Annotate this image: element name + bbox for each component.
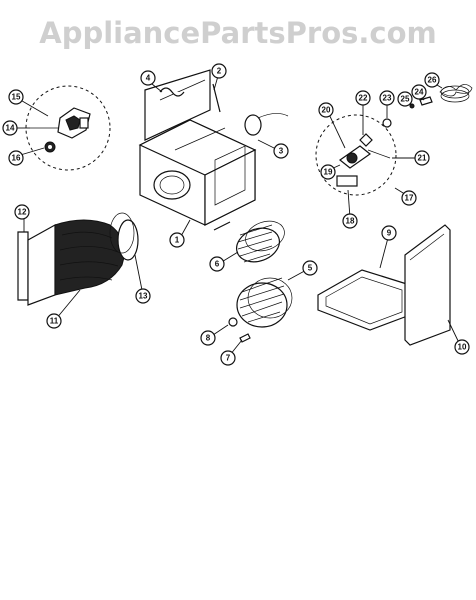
- washer-part-8: [228, 317, 238, 327]
- clip-part-4: [159, 87, 185, 97]
- blower-housing: [138, 69, 257, 231]
- svg-text:3: 3: [279, 147, 284, 156]
- bracket-part-24: [419, 96, 433, 106]
- callout-6: 6: [209, 256, 225, 272]
- callout-5: 5: [302, 260, 318, 276]
- svg-text:18: 18: [346, 217, 355, 226]
- cord-part-3: [244, 113, 289, 136]
- tray-part-9: [317, 269, 411, 331]
- screw-part-25: [409, 103, 415, 109]
- callout-25: 25: [397, 91, 413, 107]
- nut-part-23: [382, 118, 392, 128]
- callout-17: 17: [401, 190, 417, 206]
- callout-19: 19: [320, 164, 336, 180]
- callout-9: 9: [381, 225, 397, 241]
- svg-text:8: 8: [206, 334, 211, 343]
- svg-text:19: 19: [324, 168, 333, 177]
- blower-wheel-5: [236, 277, 293, 328]
- callout-4: 4: [140, 70, 156, 86]
- callout-8: 8: [200, 330, 216, 346]
- callout-3: 3: [273, 143, 289, 159]
- callout-24: 24: [411, 84, 427, 100]
- svg-text:25: 25: [401, 95, 410, 104]
- svg-text:10: 10: [458, 343, 467, 352]
- svg-text:13: 13: [139, 292, 148, 301]
- part-group-17-dashed-circle: [315, 114, 397, 196]
- callout-21: 21: [414, 150, 430, 166]
- callout-1: 1: [169, 232, 185, 248]
- callout-23: 23: [379, 90, 395, 106]
- callout-12: 12: [14, 204, 30, 220]
- svg-text:21: 21: [418, 154, 427, 163]
- svg-text:9: 9: [387, 229, 392, 238]
- svg-text:1: 1: [175, 236, 180, 245]
- coil-part-26: [439, 84, 473, 103]
- cover-part-10: [404, 224, 451, 346]
- svg-text:26: 26: [428, 76, 437, 85]
- svg-text:6: 6: [215, 260, 220, 269]
- svg-text:20: 20: [322, 106, 331, 115]
- callout-13: 13: [135, 288, 151, 304]
- callout-14: 14: [2, 120, 18, 136]
- svg-text:22: 22: [359, 94, 368, 103]
- callout-26: 26: [424, 72, 440, 88]
- ring-part-13: [109, 212, 135, 254]
- svg-text:17: 17: [405, 194, 414, 203]
- callout-10: 10: [454, 339, 470, 355]
- callout-15: 15: [8, 89, 24, 105]
- svg-text:24: 24: [415, 88, 424, 97]
- svg-text:16: 16: [12, 154, 21, 163]
- svg-text:11: 11: [50, 317, 59, 326]
- watermark-text: AppliancePartsPros.com: [39, 16, 437, 50]
- svg-text:4: 4: [146, 74, 151, 83]
- svg-text:12: 12: [18, 208, 27, 217]
- callout-11: 11: [46, 313, 62, 329]
- svg-text:2: 2: [217, 67, 222, 76]
- svg-text:23: 23: [383, 94, 392, 103]
- callout-22: 22: [355, 90, 371, 106]
- svg-text:7: 7: [226, 354, 231, 363]
- duct-assembly-11: [17, 219, 139, 306]
- callout-16: 16: [8, 150, 24, 166]
- callout-20: 20: [318, 102, 334, 118]
- svg-text:15: 15: [12, 93, 21, 102]
- part-group-15-dashed-circle: [25, 85, 111, 171]
- svg-text:5: 5: [308, 264, 313, 273]
- callout-18: 18: [342, 213, 358, 229]
- svg-text:14: 14: [6, 124, 15, 133]
- callout-7: 7: [220, 350, 236, 366]
- callout-2: 2: [211, 63, 227, 79]
- blower-wheel-6: [236, 220, 285, 263]
